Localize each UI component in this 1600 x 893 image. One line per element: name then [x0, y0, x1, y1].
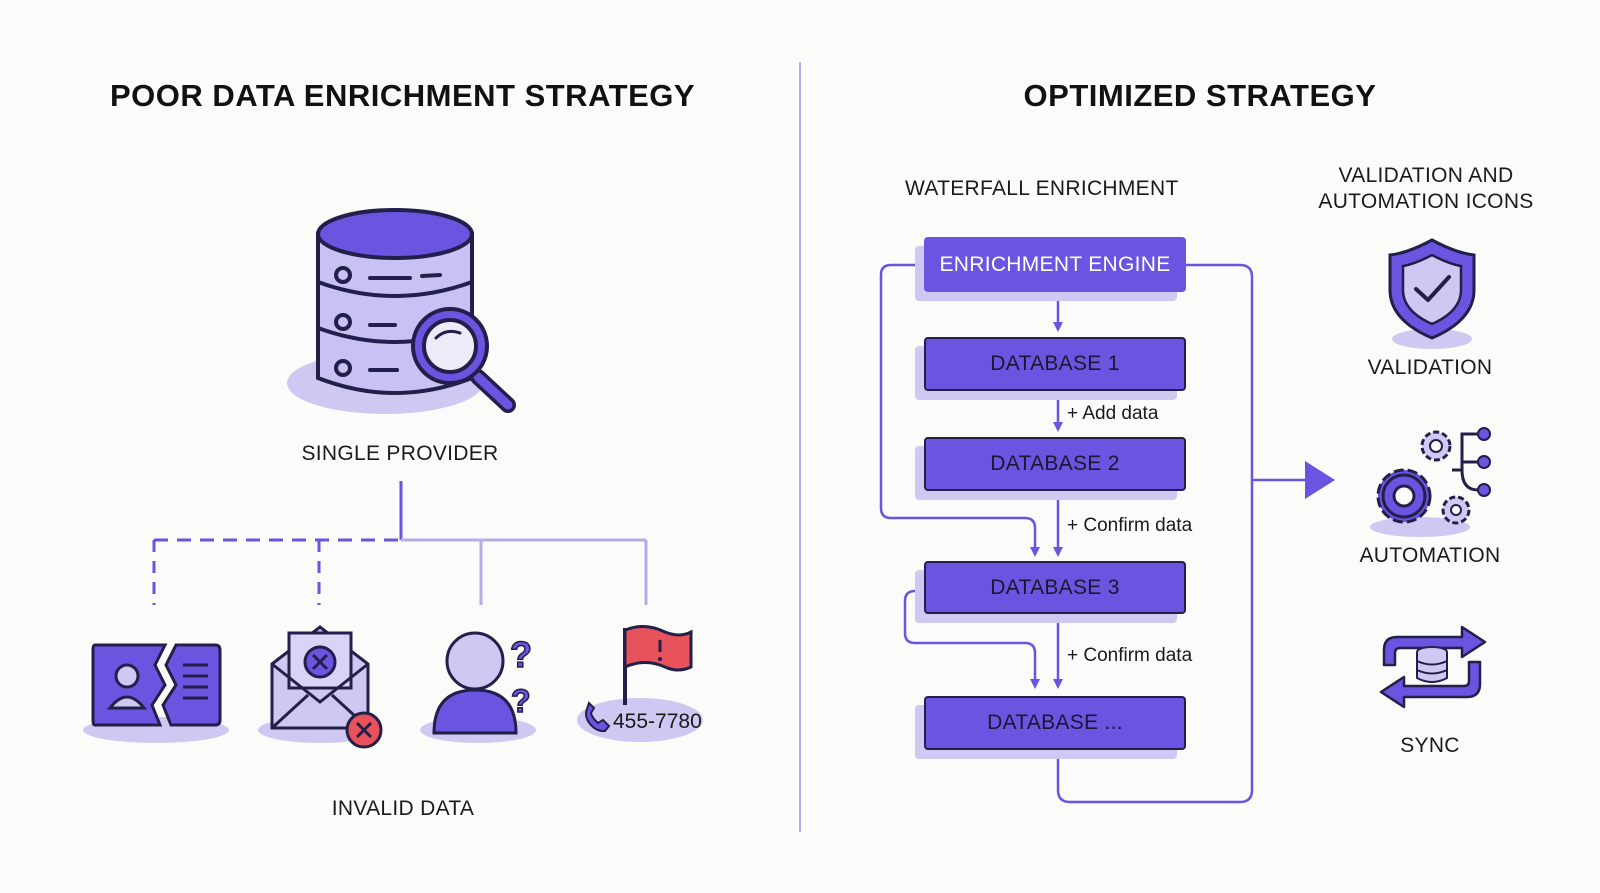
left-panel-title: POOR DATA ENRICHMENT STRATEGY	[109, 78, 696, 113]
step-add-data: + Add data	[1067, 403, 1159, 424]
phone-number: 455-7780	[613, 710, 702, 733]
step-confirm-data-2: + Confirm data	[1067, 645, 1193, 666]
database-3-box: DATABASE 3	[924, 561, 1186, 614]
shield-check-icon	[1388, 238, 1476, 349]
database-n-box: DATABASE ...	[924, 696, 1186, 750]
waterfall-enrichment-label: WATERFALL ENRICHMENT	[905, 177, 1179, 200]
database-2-box: DATABASE 2	[924, 437, 1186, 491]
gears-automation-icon	[1370, 427, 1491, 537]
svg-text:?: ?	[511, 683, 531, 719]
invalid-data-label: INVALID DATA	[331, 797, 475, 820]
database-1-box: DATABASE 1	[924, 337, 1186, 391]
sync-icon	[1379, 625, 1487, 709]
right-panel-title: OPTIMIZED STRATEGY	[1023, 78, 1377, 113]
broken-id-card-icon	[83, 643, 229, 743]
unknown-person-icon: ? ?	[420, 631, 536, 743]
left-panel-graphics: ? ?	[83, 208, 703, 749]
step-confirm-data-1: + Confirm data	[1067, 515, 1193, 536]
invalid-email-icon	[258, 625, 383, 749]
heading-line-1: VALIDATION AND	[1338, 164, 1514, 187]
validation-label: VALIDATION	[1367, 356, 1493, 379]
heading-line-2: AUTOMATION ICONS	[1318, 190, 1534, 213]
enrichment-engine-box: ENRICHMENT ENGINE	[924, 237, 1186, 292]
validation-automation-heading: VALIDATION AND AUTOMATION ICONS	[1295, 163, 1557, 215]
magnifier-icon	[411, 307, 516, 413]
panel-divider	[799, 62, 801, 832]
arrow-to-icons	[1305, 461, 1335, 499]
automation-label: AUTOMATION	[1359, 544, 1501, 567]
sync-label: SYNC	[1400, 734, 1460, 757]
provider-tree-connectors	[152, 481, 648, 605]
svg-text:?: ?	[510, 634, 532, 675]
single-provider-label: SINGLE PROVIDER	[301, 442, 499, 465]
flagged-phone-icon	[577, 625, 703, 742]
database-icon	[287, 208, 483, 414]
